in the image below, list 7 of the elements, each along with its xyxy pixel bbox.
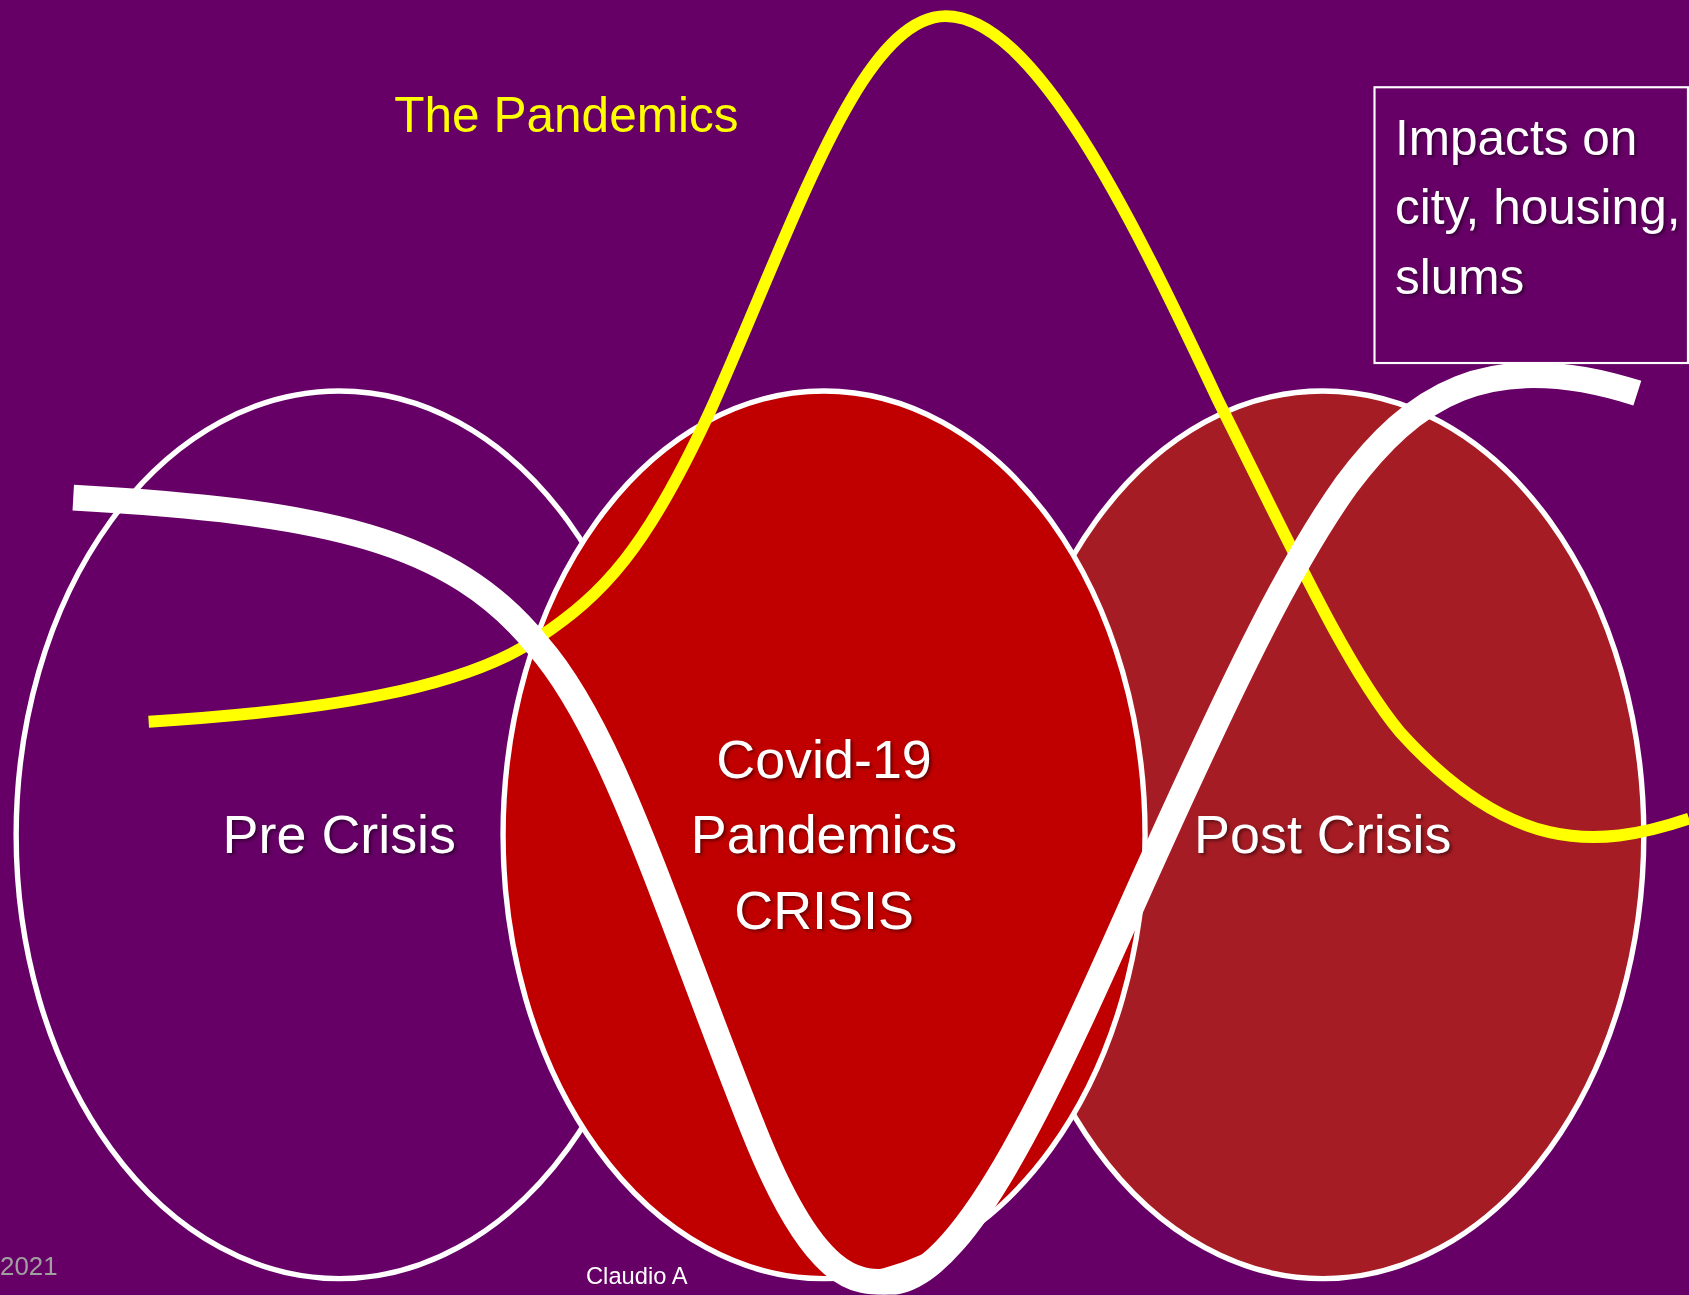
stage-label: Post Crisis bbox=[1193, 803, 1453, 867]
note-box bbox=[1373, 86, 1689, 365]
date-text: 2021 bbox=[0, 1251, 58, 1282]
curve-label: The Pandemics bbox=[394, 86, 739, 145]
stage-label: Pre Crisis bbox=[221, 803, 458, 867]
note-text: Impacts on city, housing, slums bbox=[1394, 108, 1682, 307]
stage-label: Covid-19 Pandemics CRISIS bbox=[689, 728, 959, 943]
